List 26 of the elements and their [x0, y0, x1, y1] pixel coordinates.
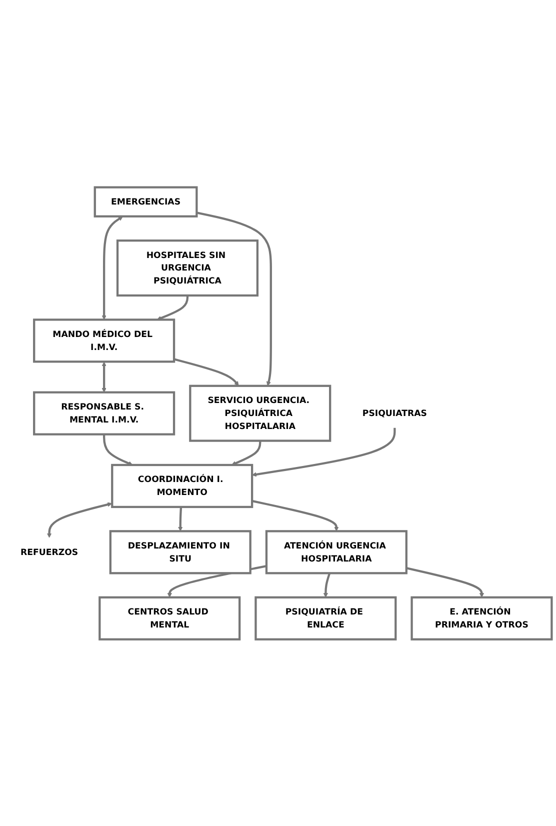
node-box: DESPLAZAMIENTO IN SITU [109, 530, 252, 574]
node-box: E. ATENCIÓN PRIMARIA Y OTROS [410, 596, 553, 640]
arrow [102, 434, 133, 466]
node-box: CENTROS SALUD MENTAL [98, 596, 241, 640]
node-box: PSIQUIATRÍA DE ENLACE [254, 596, 397, 640]
arrow [196, 211, 272, 386]
node-box: COORDINACIÓN I. MOMENTO [111, 464, 254, 508]
arrow [156, 295, 189, 320]
arrow [178, 506, 183, 532]
node-box: HOSPITALES SIN URGENCIA PSIQUIÁTRICA [116, 239, 259, 296]
node-text: PSIQUIATRAS [362, 408, 427, 418]
arrow [252, 428, 396, 476]
node-text: REFUERZOS [20, 546, 78, 557]
arrow [252, 500, 339, 532]
arrow [231, 440, 262, 466]
arrow [102, 361, 106, 392]
node-box: EMERGENCIAS [94, 186, 198, 218]
arrow [174, 358, 239, 386]
arrow [323, 572, 331, 598]
node-box: SERVICIO URGENCIA. PSIQUIÁTRICA HOSPITALARIA [189, 384, 332, 442]
node-box: RESPONSABLE S. MENTAL I.M.V. [33, 390, 176, 436]
arrow [102, 216, 124, 320]
arrow [46, 502, 112, 538]
node-box: ATENCIÓN URGENCIA HOSPITALARIA [265, 530, 408, 574]
arrow [406, 566, 484, 598]
node-box: MANDO MÉDICO DEL I.M.V. [33, 318, 176, 362]
